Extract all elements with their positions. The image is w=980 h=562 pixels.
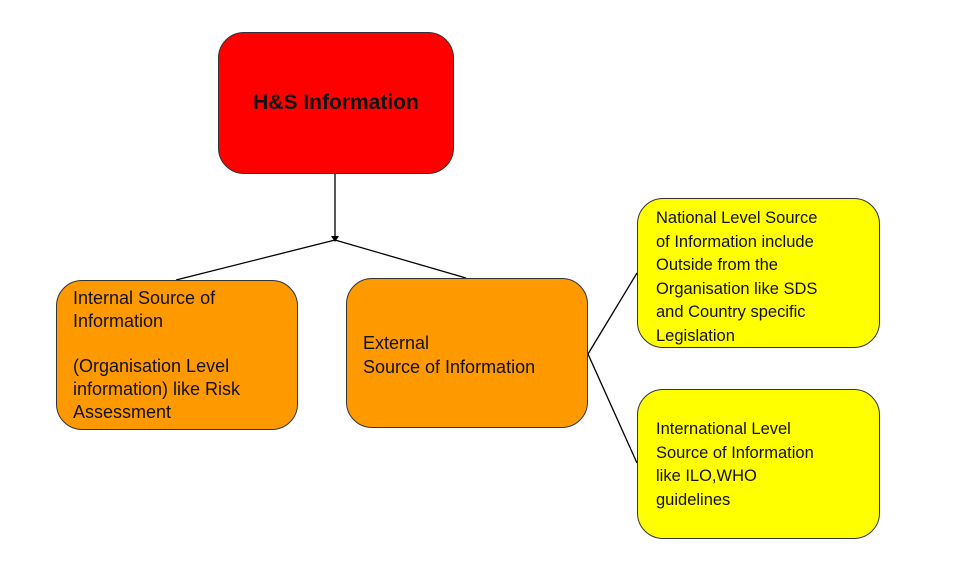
national-line-6: Legislation (656, 326, 735, 345)
national-line-2: of Information include (656, 232, 814, 251)
connector-arrowhead (331, 236, 339, 242)
international-line-4: guidelines (656, 490, 731, 509)
national-line-3: Outside from the (656, 256, 778, 274)
international-source-node: International Level Source of Informatio… (637, 389, 880, 539)
connector-to-internal (175, 239, 336, 281)
connector-to-national (587, 272, 638, 355)
internal-line-2: Information (73, 311, 164, 331)
connector-to-external (334, 239, 467, 279)
external-line-2: Source of Information (363, 357, 536, 377)
national-line-4: Organisation like SDS (656, 279, 818, 298)
internal-line-3: (Organisation Level (73, 356, 230, 376)
international-line-2: Source of Information (656, 443, 814, 462)
external-source-node: External Source of Information (346, 278, 588, 428)
international-line-3: like ILO,WHO (656, 467, 757, 485)
root-node: H&S Information (218, 32, 454, 174)
international-line-1: International Level (656, 420, 791, 438)
connector-to-international (587, 353, 638, 464)
national-source-node: National Level Source of Information inc… (637, 198, 880, 348)
national-line-5: and Country specific (656, 303, 806, 321)
national-line-1: National Level Source (656, 209, 818, 227)
internal-line-4: information) like Risk (73, 379, 241, 399)
internal-line-5: Assessment (73, 402, 172, 422)
external-line-1: External (363, 333, 430, 353)
internal-source-node: Internal Source of Information (Organisa… (56, 280, 298, 430)
internal-line-1: Internal Source of (73, 288, 216, 308)
root-node-label: H&S Information (253, 91, 419, 114)
